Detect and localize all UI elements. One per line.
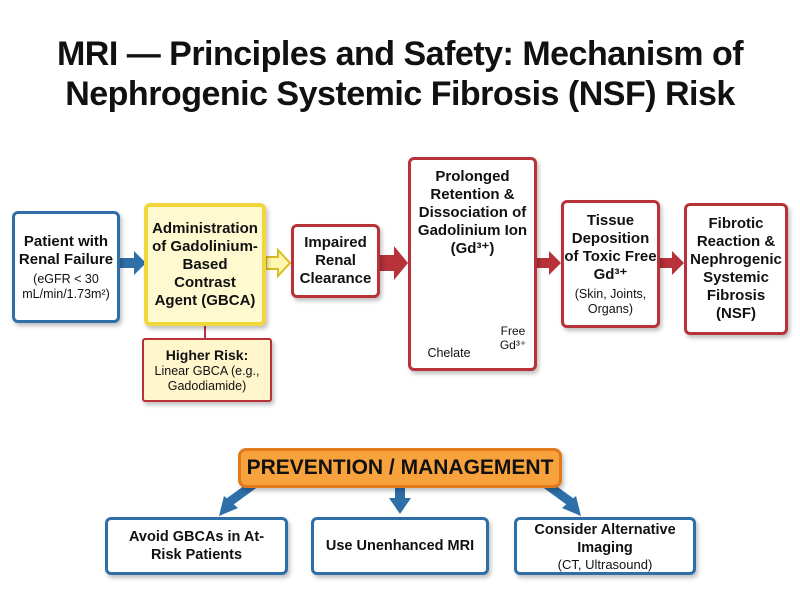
retention-title: Prolonged Retention & Dissociation of Ga… — [417, 168, 528, 257]
prevention-item-detail: (CT, Ultrasound) — [557, 556, 653, 572]
risk-detail: Linear GBCA (e.g., Gadodiamide) — [154, 363, 260, 393]
prevention-item-avoid-gbca: Avoid GBCAs in At-Risk Patients — [105, 517, 288, 575]
risk-box: Higher Risk: Linear GBCA (e.g., Gadodiam… — [142, 338, 272, 402]
patient-box: Patient with Renal Failure (eGFR < 30 mL… — [12, 211, 120, 323]
patient-title: Patient with Renal Failure — [18, 232, 114, 268]
fibrosis-box: Fibrotic Reaction & Nephrogenic Systemic… — [684, 203, 788, 335]
clearance-title: Impaired Renal Clearance — [299, 234, 372, 287]
prevention-item-title: Avoid GBCAs in At-Risk Patients — [128, 529, 265, 563]
arrow-patient-to-gbca — [120, 251, 146, 275]
title-line-1: MRI — Principles and Safety: Mechanism o… — [56, 35, 744, 73]
patient-detail: (eGFR < 30 mL/min/1.73m²) — [22, 271, 110, 301]
clearance-box: Impaired Renal Clearance — [291, 224, 380, 298]
arrow-prevention-to-item-2 — [389, 482, 411, 514]
gbca-box: Administration of Gadolinium-Based Contr… — [144, 203, 266, 326]
chelate-label: Chelate — [427, 346, 471, 360]
retention-box: Prolonged Retention & Dissociation of Ga… — [408, 157, 537, 371]
prevention-item-unenhanced-mri: Use Unenhanced MRI — [311, 517, 489, 575]
deposition-detail: (Skin, Joints, Organs) — [574, 286, 647, 316]
gbca-title: Administration of Gadolinium-Based Contr… — [152, 219, 258, 309]
prevention-item-title: Consider Alternative Imaging — [534, 521, 676, 556]
page-title: MRI — Principles and Safety: Mechanism o… — [0, 34, 800, 114]
title-line-2: Nephrogenic Systemic Fibrosis (NSF) Risk — [65, 75, 735, 113]
risk-title: Higher Risk: — [165, 346, 249, 363]
prevention-item-title: Use Unenhanced MRI — [325, 538, 475, 554]
deposition-box: Tissue Deposition of Toxic Free Gd³⁺ (Sk… — [561, 200, 660, 328]
deposition-title: Tissue Deposition of Toxic Free Gd³⁺ — [564, 211, 657, 283]
prevention-header: PREVENTION / MANAGEMENT — [238, 448, 562, 488]
arrow-clearance-to-retention — [380, 246, 408, 280]
prevention-item-alternative-imaging: Consider Alternative Imaging (CT, Ultras… — [514, 517, 696, 575]
prevention-header-label: PREVENTION / MANAGEMENT — [246, 456, 554, 479]
fibrosis-title: Fibrotic Reaction & Nephrogenic Systemic… — [690, 215, 782, 322]
arrow-gbca-to-clearance — [265, 247, 292, 279]
free-gd-label: Free Gd³⁺ — [499, 324, 527, 352]
arrow-deposition-to-fibrosis — [660, 251, 684, 275]
arrow-retention-to-deposition — [537, 251, 561, 275]
